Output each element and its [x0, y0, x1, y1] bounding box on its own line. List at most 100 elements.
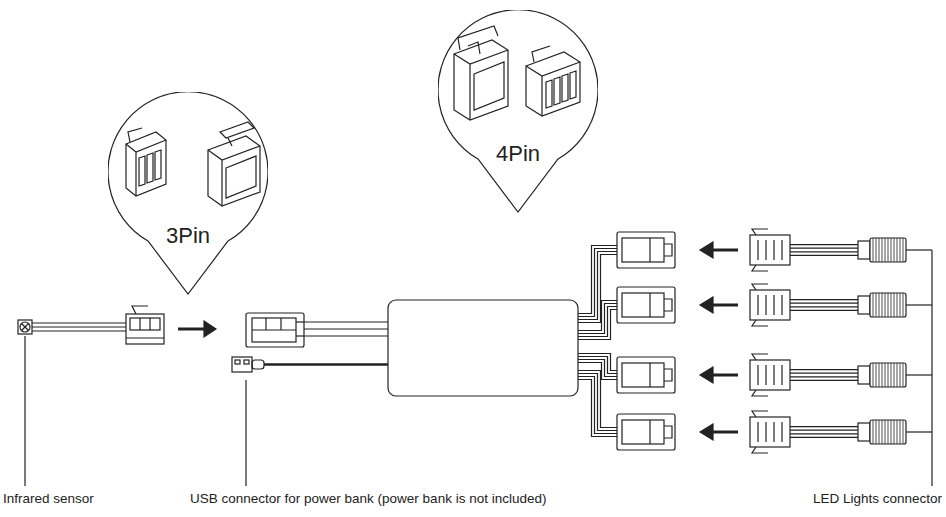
knurling	[885, 363, 886, 387]
drawing-stroke	[204, 321, 216, 337]
knurling	[891, 420, 892, 444]
wire	[790, 430, 858, 431]
drawing-stroke	[252, 329, 296, 330]
led-plug	[858, 423, 870, 441]
knurling	[897, 420, 898, 444]
connector-latch	[752, 354, 768, 360]
female-4pin-connector	[617, 357, 675, 393]
bracket	[906, 431, 932, 432]
knurling	[891, 293, 892, 317]
male-3pin-connector	[126, 306, 164, 344]
knurling	[894, 420, 895, 444]
connector-latch	[752, 265, 768, 271]
wire	[578, 310, 617, 340]
pin	[773, 295, 774, 315]
drawing-stroke	[32, 322, 126, 323]
arrow-head	[700, 424, 713, 440]
knurling	[888, 420, 889, 444]
output-row	[578, 229, 932, 323]
connector-stroke	[474, 62, 504, 110]
pin	[773, 240, 774, 260]
connector-stroke	[554, 77, 560, 105]
arrow-left	[710, 431, 738, 434]
part-label: USB connector for power bank (power bank…	[190, 491, 546, 507]
connector-stroke	[208, 146, 260, 206]
connector-slot	[622, 238, 664, 262]
led-output-rows	[578, 229, 932, 453]
wire	[790, 373, 858, 374]
drawing-stroke	[304, 321, 388, 322]
pin-count-label: 3Pin	[108, 223, 268, 249]
connector-stroke	[139, 156, 145, 186]
drawing-stroke	[265, 318, 266, 330]
connector-stroke	[526, 62, 580, 116]
pin	[757, 422, 758, 442]
male-4pin-connector	[750, 290, 790, 320]
output-row	[578, 371, 932, 454]
wire	[790, 306, 858, 307]
connector-stroke	[128, 128, 142, 142]
wire	[578, 307, 617, 337]
knurling	[876, 293, 877, 317]
knurling	[894, 238, 895, 262]
connector-slot	[649, 363, 650, 387]
knurling	[879, 293, 880, 317]
controller-box	[388, 300, 578, 396]
pin	[757, 240, 758, 260]
wire	[578, 380, 617, 437]
wire	[790, 426, 858, 427]
knurling	[873, 363, 874, 387]
drawing-stroke	[280, 318, 281, 330]
knurling	[903, 420, 904, 444]
knurling	[876, 420, 877, 444]
knurling	[876, 238, 877, 262]
wire	[790, 433, 858, 434]
pin-count-label: 4Pin	[438, 141, 598, 167]
connector-slot	[649, 238, 650, 262]
knurling	[888, 293, 889, 317]
drawing-stroke	[246, 313, 304, 347]
connector-slot	[622, 420, 664, 444]
arrow-head	[700, 242, 713, 258]
connector-stroke	[532, 46, 550, 62]
connector-slot	[622, 293, 664, 317]
bracket	[906, 249, 932, 250]
bubble	[438, 10, 598, 212]
knurling	[903, 363, 904, 387]
connector-stroke	[126, 132, 166, 196]
pin	[765, 295, 766, 315]
drawing-stroke	[931, 250, 932, 486]
wire	[790, 303, 858, 304]
wire	[790, 251, 858, 252]
pin-callout: 3Pin	[108, 92, 268, 296]
drawing-stroke	[32, 330, 126, 331]
knurling	[894, 293, 895, 317]
drawing-stroke	[296, 335, 304, 336]
connector-latch	[752, 284, 768, 290]
usb-plug	[232, 357, 388, 372]
knurling	[879, 420, 880, 444]
knurling	[900, 293, 901, 317]
pin	[781, 365, 782, 385]
drawing-stroke	[235, 360, 240, 364]
drawing-stroke	[130, 318, 160, 330]
pin	[765, 422, 766, 442]
drawing-stroke	[126, 337, 164, 338]
knurling	[900, 363, 901, 387]
arrow-left	[710, 374, 738, 377]
connector-stroke	[454, 40, 508, 120]
connector-latch	[752, 320, 768, 326]
drawing-stroke	[24, 336, 25, 486]
bubble	[108, 92, 268, 294]
led-plug	[870, 293, 906, 317]
connector-stroke	[454, 50, 508, 120]
drawing-stroke	[245, 380, 246, 486]
connector-latch	[664, 299, 672, 311]
knurling	[882, 420, 883, 444]
connector-latch	[752, 229, 768, 235]
pin	[781, 240, 782, 260]
wire	[790, 376, 858, 377]
wire	[790, 380, 858, 381]
arrow-right	[178, 321, 216, 337]
knurling	[888, 363, 889, 387]
